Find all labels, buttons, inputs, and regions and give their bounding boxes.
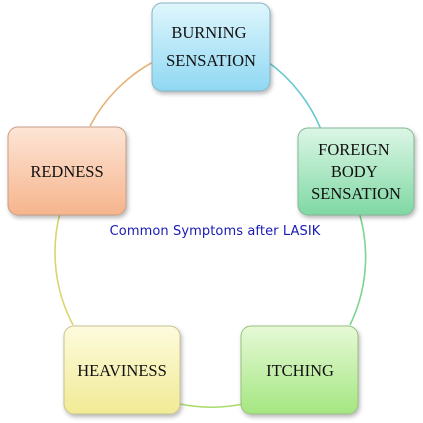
cycle-ring — [54, 61, 367, 408]
node-label-itching: ITCHING — [266, 361, 334, 380]
ring-arc-foreign-to-itching — [349, 211, 367, 326]
ring-arc-itching-to-heaviness — [179, 403, 244, 408]
node-label-foreign-body-sensation: FOREIGN BODY SENSATION — [311, 140, 401, 203]
ring-arc-burning-to-foreign — [267, 61, 323, 133]
ring-arc-redness-to-burning — [89, 61, 154, 127]
node-foreign-body-sensation — [297, 127, 415, 216]
node-redness — [7, 126, 127, 216]
node-label-redness: REDNESS — [30, 162, 103, 181]
node-itching — [240, 325, 359, 415]
node-label-heaviness: HEAVINESS — [77, 361, 167, 380]
diagram-title: Common Symptoms after LASIK — [109, 224, 321, 239]
node-heaviness — [63, 325, 181, 415]
node-burning-sensation — [151, 2, 271, 92]
ring-arc-heaviness-to-redness — [54, 212, 74, 326]
node-label-burning-sensation: BURNING SENSATION — [166, 23, 256, 70]
